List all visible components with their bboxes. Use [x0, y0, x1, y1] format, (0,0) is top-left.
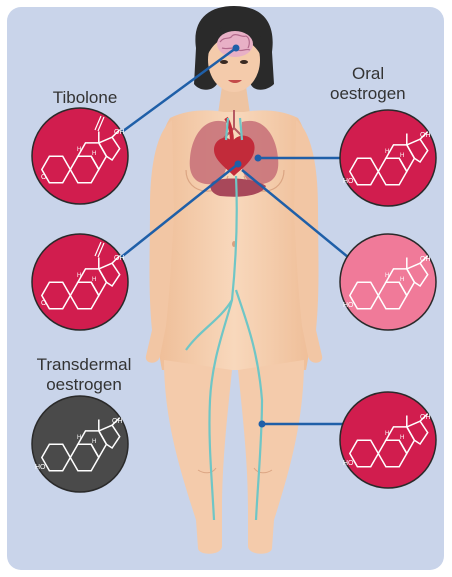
atom-label: OH: [420, 256, 431, 263]
endpoint-leg: [259, 421, 266, 428]
atom-label: H: [92, 277, 96, 283]
atom-label: H: [385, 149, 389, 155]
atom-label: HO: [35, 464, 46, 471]
atom-label: OH: [420, 132, 431, 139]
atom-label: HO: [343, 460, 354, 467]
molecule-leg: OH HO H H: [340, 392, 436, 488]
label-oral-oestrogen: oestrogen: [330, 84, 430, 103]
molecule-transdermal: OH HO H H: [32, 396, 128, 492]
atom-label: O: [41, 174, 47, 181]
atom-label: O: [41, 300, 47, 307]
molecule-tibolone-top: OH O H H: [32, 108, 128, 204]
atom-label: OH: [114, 255, 125, 262]
molecule-tibolone-bottom: OH O H H: [32, 234, 128, 330]
molecule-oral-top: OH HO H H: [340, 110, 436, 206]
label-transdermal: Transdermal: [14, 355, 154, 374]
atom-label: H: [400, 153, 404, 159]
label-transdermal-oestrogen: oestrogen: [14, 375, 154, 394]
atom-label: OH: [420, 414, 431, 421]
endpoint-heart: [235, 161, 242, 168]
atom-label: OH: [112, 418, 123, 425]
atom-label: H: [92, 151, 96, 157]
molecule-oral-pale: OH HO H H: [340, 234, 436, 330]
atom-label: H: [385, 431, 389, 437]
endpoint-brain: [233, 45, 240, 52]
atom-label: H: [400, 435, 404, 441]
atom-label: H: [385, 273, 389, 279]
brain-icon: [217, 31, 253, 57]
atom-label: H: [400, 277, 404, 283]
atom-label: H: [77, 273, 81, 279]
atom-label: OH: [114, 129, 125, 136]
atom-label: H: [92, 439, 96, 445]
atom-label: HO: [343, 178, 354, 185]
atom-label: H: [77, 435, 81, 441]
atom-label: HO: [343, 302, 354, 309]
endpoint-liver: [255, 155, 262, 162]
label-tibolone: Tibolone: [30, 88, 140, 107]
label-oral: Oral: [352, 64, 452, 83]
atom-label: H: [77, 147, 81, 153]
